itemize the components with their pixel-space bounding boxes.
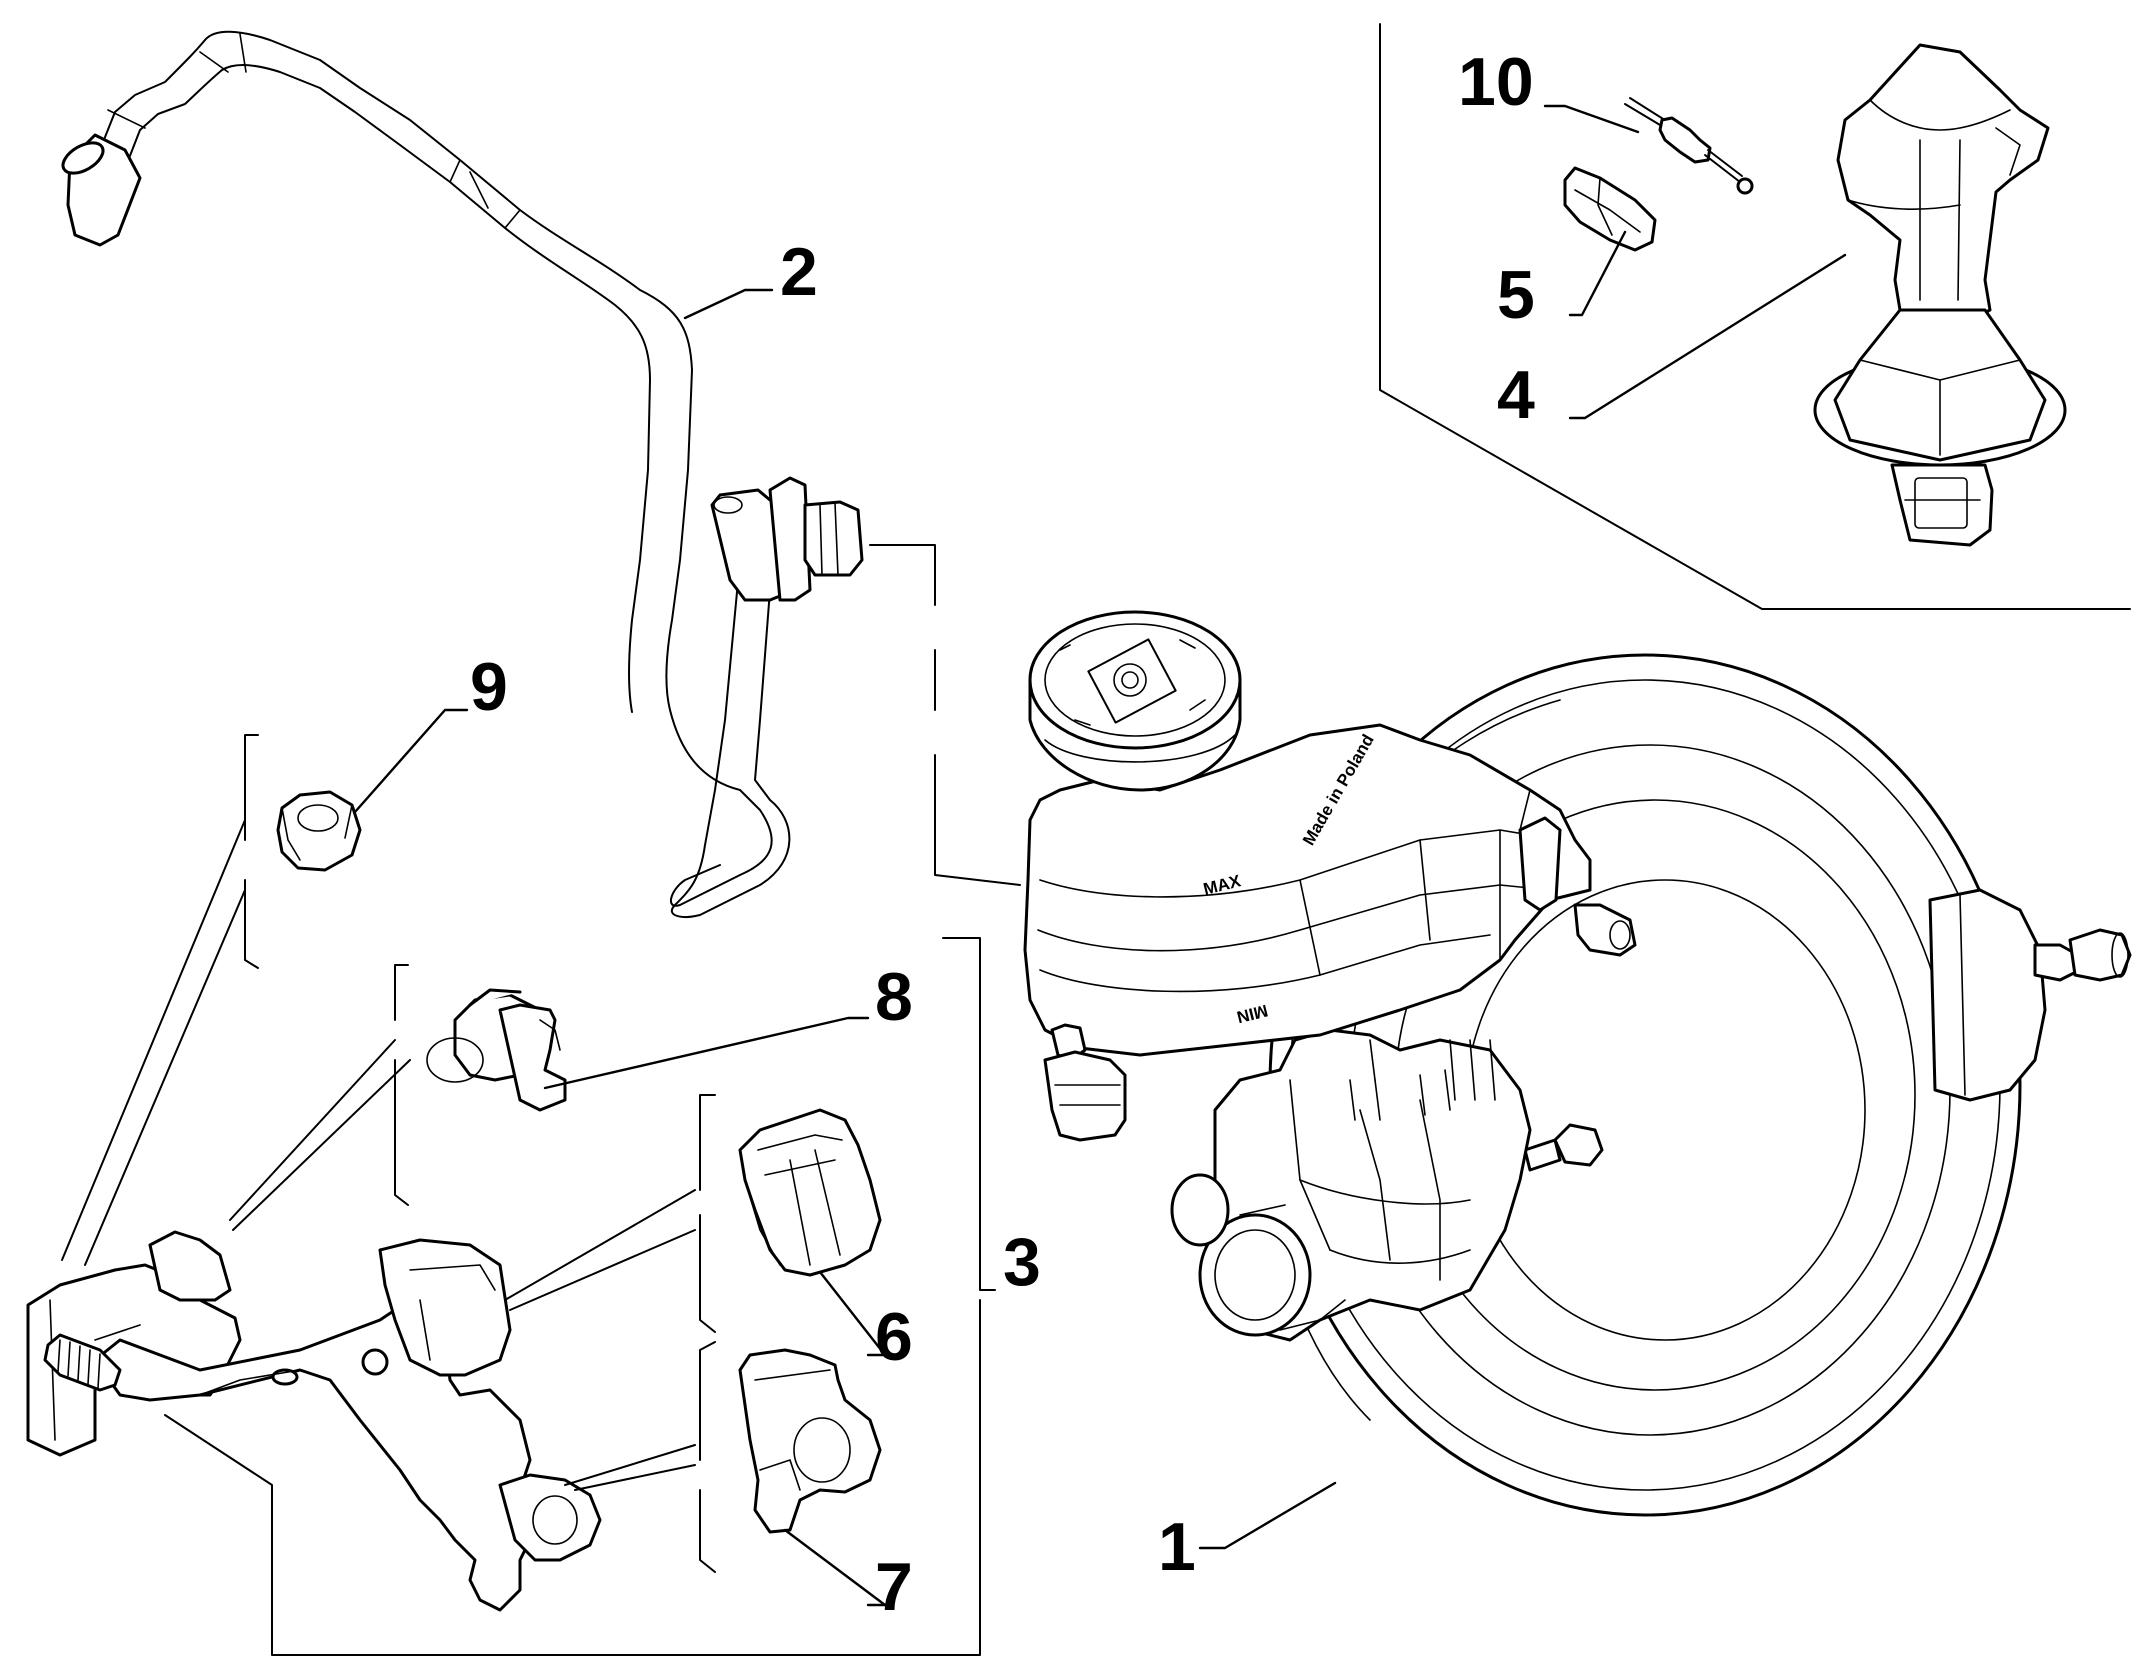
callout-labels: 1 2 3 4 5 6 7 8 9 10	[470, 44, 1535, 1625]
callout-7: 7	[875, 1549, 913, 1625]
callout-6: 6	[875, 1299, 913, 1375]
callout-1: 1	[1158, 1509, 1196, 1585]
leader-lines	[353, 104, 1847, 1607]
leader-line-7	[783, 1528, 887, 1607]
detail-inset-frame	[1379, 23, 2131, 610]
part-8-clip	[426, 988, 567, 1112]
part-10-pin	[1624, 97, 1754, 195]
leader-line-6	[818, 1270, 887, 1357]
part-1-reservoir-cap	[1028, 610, 1242, 792]
leader-line-2	[683, 288, 774, 320]
part-9-nut	[276, 790, 362, 872]
callout-9: 9	[470, 649, 508, 725]
callout-2: 2	[780, 234, 818, 310]
part-6-clip	[738, 1108, 882, 1277]
leader-line-8	[543, 1016, 870, 1090]
leader-line-5	[1568, 230, 1627, 317]
part-7-clip	[738, 1348, 882, 1534]
callout-3: 3	[1003, 1224, 1041, 1300]
part-1-level-sensor-connector	[1043, 1023, 1127, 1142]
callout-5: 5	[1497, 257, 1535, 333]
part-1-fluid-reservoir: MAX MIN Made in Poland	[1023, 723, 1637, 1101]
callout-4: 4	[1497, 357, 1535, 433]
part-2-hose-fitting	[670, 476, 864, 918]
leader-line-4	[1568, 253, 1847, 420]
part-5-clip	[1563, 166, 1657, 252]
part-3-bracket	[26, 1230, 602, 1612]
part-1-master-cylinder	[1170, 1028, 1532, 1342]
part-2-vacuum-hose	[61, 30, 773, 907]
leader-line-10	[1543, 104, 1640, 134]
leader-line-9	[353, 708, 469, 814]
callout-8: 8	[875, 959, 913, 1035]
callout-10: 10	[1458, 44, 1534, 120]
part-4-pushrod-fork	[1813, 43, 2067, 547]
assembly-connector-lines	[61, 544, 1021, 1656]
leader-line-1	[1198, 1481, 1337, 1550]
